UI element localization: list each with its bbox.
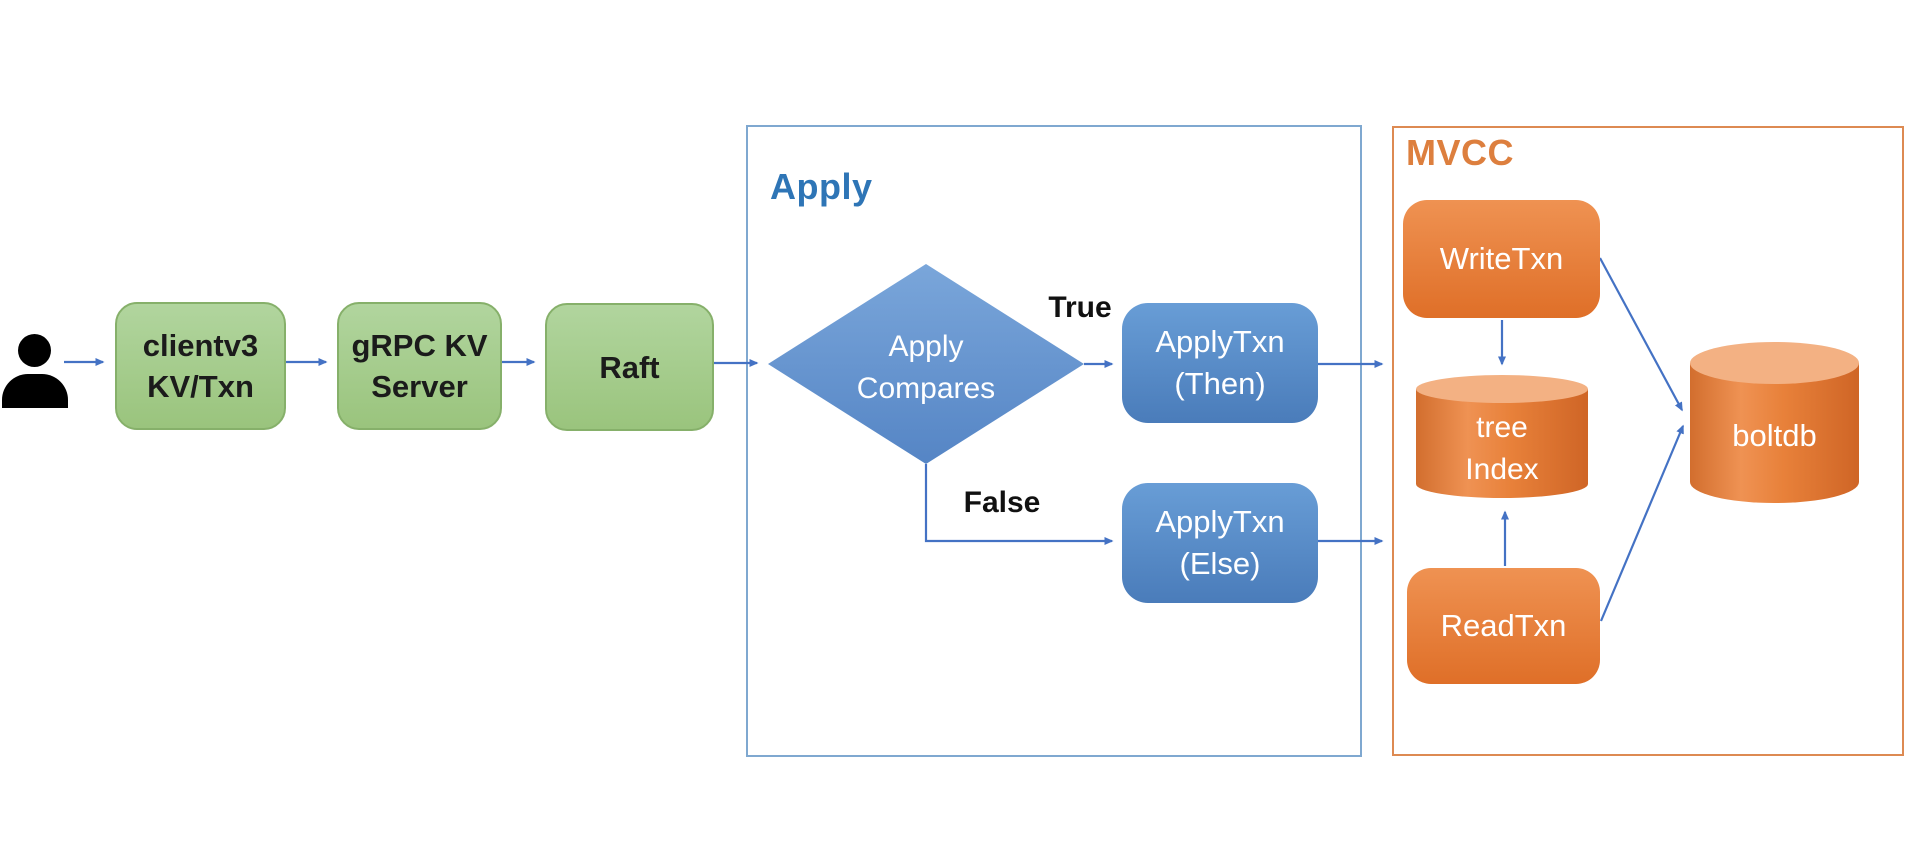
node-applytxn-else: ApplyTxn (Else)	[1122, 483, 1318, 603]
apply-group-frame	[746, 125, 1362, 757]
node-raft: Raft	[545, 303, 714, 431]
node-grpc-line2: Server	[371, 369, 468, 404]
readtxn-label: ReadTxn	[1440, 608, 1567, 643]
node-clientv3-line2: KV/Txn	[147, 369, 254, 404]
node-grpc-kv-server: gRPC KV Server	[337, 302, 502, 430]
boltdb-label: boltdb	[1732, 418, 1817, 453]
person-head-icon	[18, 334, 51, 367]
then-line2: (Then)	[1174, 366, 1266, 401]
mvcc-group-frame	[1392, 126, 1904, 756]
writetxn-label: WriteTxn	[1439, 241, 1564, 276]
node-applytxn-then: ApplyTxn (Then)	[1122, 303, 1318, 423]
node-readtxn: ReadTxn	[1407, 568, 1600, 684]
node-grpc-line1: gRPC KV	[351, 328, 488, 363]
else-line2: (Else)	[1179, 546, 1261, 581]
tree-index-label: tree Index	[1417, 407, 1587, 491]
else-line1: ApplyTxn	[1155, 504, 1285, 539]
person-body-icon	[2, 374, 68, 408]
decision-diamond-label: Apply Compares	[806, 326, 1046, 410]
mvcc-group-title: MVCC	[1406, 132, 1514, 173]
tree-index-line1: tree	[1476, 411, 1528, 444]
node-writetxn: WriteTxn	[1403, 200, 1600, 318]
apply-group-title: Apply	[770, 166, 873, 207]
decision-line1: Apply	[888, 330, 964, 363]
node-raft-label: Raft	[599, 349, 660, 385]
node-clientv3-line1: clientv3	[142, 328, 259, 363]
node-clientv3: clientv3 KV/Txn	[115, 302, 286, 430]
false-branch-label: False	[963, 486, 1041, 519]
then-line1: ApplyTxn	[1155, 324, 1285, 359]
tree-index-line2: Index	[1465, 453, 1539, 486]
decision-line2: Compares	[856, 372, 996, 405]
true-branch-label: True	[1048, 291, 1112, 324]
